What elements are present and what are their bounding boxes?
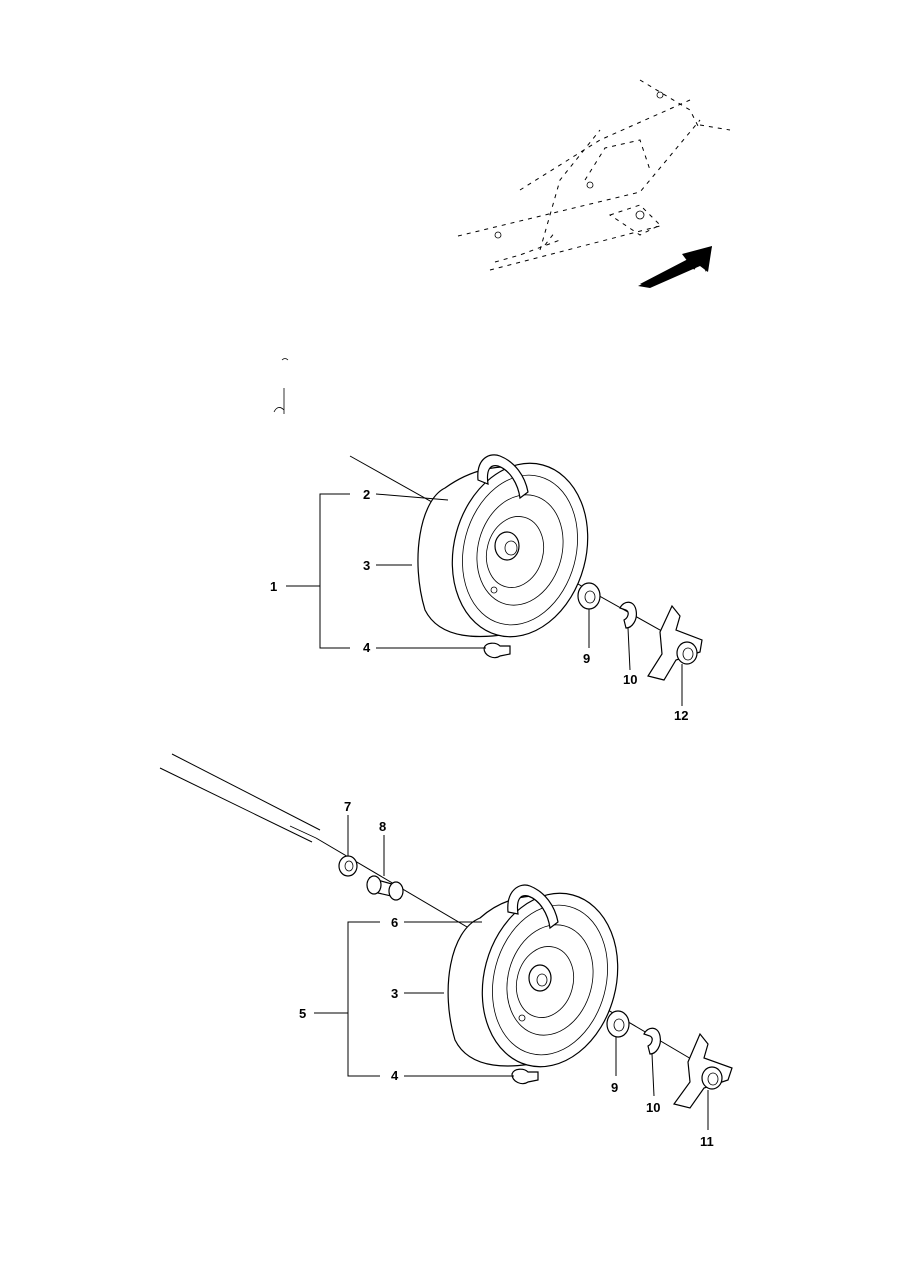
lower-wheel-assembly — [159, 753, 733, 1130]
callout-3-upper: 3 — [363, 558, 370, 573]
stray-marks — [273, 358, 289, 414]
callout-10-upper: 10 — [623, 672, 637, 687]
direction-arrow-shape — [638, 246, 712, 288]
callout-3-lower: 3 — [391, 986, 398, 1001]
frame-locator-sketch — [457, 79, 731, 271]
callout-4-upper: 4 — [363, 640, 371, 655]
callout-9-upper: 9 — [583, 651, 590, 666]
callout-12: 12 — [674, 708, 688, 723]
callout-10-lower: 10 — [646, 1100, 660, 1115]
callout-1: 1 — [270, 579, 277, 594]
callout-6: 6 — [391, 915, 398, 930]
callout-8: 8 — [379, 819, 386, 834]
callout-5: 5 — [299, 1006, 306, 1021]
upper-wheel-assembly — [286, 454, 703, 706]
callout-9-lower: 9 — [611, 1080, 618, 1095]
callout-7: 7 — [344, 799, 351, 814]
callout-11: 11 — [700, 1134, 714, 1149]
callout-4-lower: 4 — [391, 1068, 399, 1083]
direction-arrow-icon — [640, 246, 712, 286]
callout-2: 2 — [363, 487, 370, 502]
